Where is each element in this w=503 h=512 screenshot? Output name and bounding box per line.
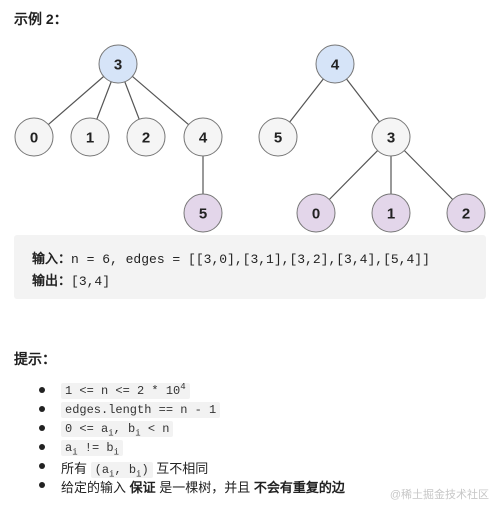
bullet-icon — [39, 482, 45, 488]
node-label: 3 — [114, 57, 122, 74]
constraint-code: ai != bi — [61, 440, 124, 457]
tree-node: 5 — [258, 117, 298, 157]
input-label: 输入： — [32, 251, 72, 266]
node-circle — [70, 117, 110, 157]
constraint-code: edges.length == n - 1 — [61, 402, 221, 418]
node-label: 1 — [387, 206, 395, 223]
node-label: 2 — [462, 206, 470, 223]
node-circle — [183, 193, 223, 233]
node-circle — [371, 117, 411, 157]
watermark: @稀土掘金技术社区 — [389, 489, 489, 501]
tree-node: 0 — [14, 117, 54, 157]
tree-node: 2 — [446, 193, 486, 233]
tree-node: 3 — [371, 117, 411, 157]
constraint-code: 1 <= n <= 2 * 104 — [61, 382, 190, 399]
bullet-icon — [39, 425, 45, 431]
nodes-layer: 3 0 1 2 4 5 4 5 3 0 1 2 — [14, 44, 486, 233]
tree-node: 3 — [98, 44, 138, 84]
list-item: ai != bi — [0, 438, 503, 457]
bullet-icon — [39, 444, 45, 450]
input-line: 输入：n = 6, edges = [[3,0],[3,1],[3,2],[3,… — [32, 248, 430, 267]
node-circle — [371, 193, 411, 233]
node-label: 4 — [331, 57, 340, 74]
node-circle — [296, 193, 336, 233]
node-label: 2 — [142, 130, 150, 147]
tree-node: 5 — [183, 193, 223, 233]
node-circle — [446, 193, 486, 233]
tree-node: 2 — [126, 117, 166, 157]
node-circle — [126, 117, 166, 157]
hints-title: 提示： — [14, 351, 56, 367]
example-io-box: 输入：n = 6, edges = [[3,0],[3,1],[3,2],[3,… — [14, 235, 486, 299]
list-item: 1 <= n <= 2 * 104 — [0, 381, 503, 400]
constraint-code: 0 <= ai, bi < n — [61, 421, 174, 438]
node-circle — [315, 44, 355, 84]
tree-node: 4 — [183, 117, 223, 157]
node-circle — [98, 44, 138, 84]
output-label: 输出： — [32, 273, 72, 288]
tree-diagrams: 3 0 1 2 4 5 4 5 3 0 1 2 — [14, 44, 486, 233]
tree-node: 4 — [315, 44, 355, 84]
output-value: [3,4] — [71, 274, 111, 289]
node-label: 1 — [86, 130, 94, 147]
node-label: 3 — [387, 130, 395, 147]
node-circle — [258, 117, 298, 157]
example-title: 示例 2： — [14, 11, 68, 27]
tree-node: 0 — [296, 193, 336, 233]
node-label: 4 — [199, 130, 208, 147]
bullet-icon — [39, 463, 45, 469]
node-circle — [14, 117, 54, 157]
node-circle — [183, 117, 223, 157]
tree-node: 1 — [371, 193, 411, 233]
list-item: 给定的输入 保证 是一棵树，并且 不会有重复的边 — [0, 476, 503, 495]
constraint-code: (ai, bi) — [90, 462, 153, 479]
constraints-list: 1 <= n <= 2 * 104 edges.length == n - 1 … — [0, 381, 503, 495]
node-label: 0 — [312, 206, 320, 223]
node-label: 0 — [30, 130, 38, 147]
tree-node: 1 — [70, 117, 110, 157]
node-label: 5 — [199, 206, 207, 223]
node-label: 5 — [274, 130, 282, 147]
list-item: edges.length == n - 1 — [0, 400, 503, 419]
output-line: 输出：[3,4] — [32, 270, 110, 289]
list-item: 所有 (ai, bi) 互不相同 — [0, 457, 503, 479]
bullet-icon — [39, 387, 45, 393]
input-value: n = 6, edges = [[3,0],[3,1],[3,2],[3,4],… — [71, 252, 430, 267]
list-item: 0 <= ai, bi < n — [0, 419, 503, 438]
bullet-icon — [39, 406, 45, 412]
